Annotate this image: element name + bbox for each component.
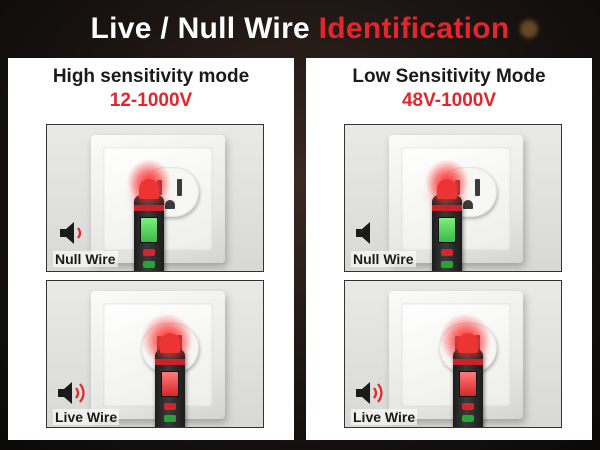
mode-title: High sensitivity mode (52, 66, 250, 87)
wire-label: Null Wire (53, 251, 118, 267)
speaker-loud-icon (58, 382, 85, 404)
voltage-tester (453, 333, 483, 427)
wire-label: Null Wire (351, 251, 416, 267)
speaker-muted-icon (356, 222, 370, 244)
voltage-tester (432, 179, 462, 271)
mode-title: Low Sensitivity Mode (352, 66, 546, 87)
title-accent: Identification (318, 12, 510, 45)
photo-live-wire-test: Live Wire (344, 280, 562, 428)
title-main: Live / Null Wire (90, 12, 311, 45)
wire-label: Live Wire (53, 409, 120, 425)
panel-low-sensitivity: Low Sensitivity Mode 48V-1000V Null Wire (306, 58, 592, 440)
page-title: Live / Null Wire Identification (0, 12, 600, 46)
speaker-quiet-icon (60, 222, 82, 244)
voltage-tester (134, 179, 164, 271)
photo-live-wire-test: Live Wire (46, 280, 264, 428)
panel-high-sensitivity: High sensitivity mode 12-1000V Null Wire (8, 58, 294, 440)
photo-null-wire-test: Null Wire (46, 124, 264, 272)
voltage-tester (155, 333, 185, 427)
voltage-range: 48V-1000V (401, 90, 497, 111)
photo-null-wire-test: Null Wire (344, 124, 562, 272)
wire-label: Live Wire (351, 409, 418, 425)
voltage-range: 12-1000V (109, 90, 193, 111)
speaker-loud-icon (356, 382, 383, 404)
